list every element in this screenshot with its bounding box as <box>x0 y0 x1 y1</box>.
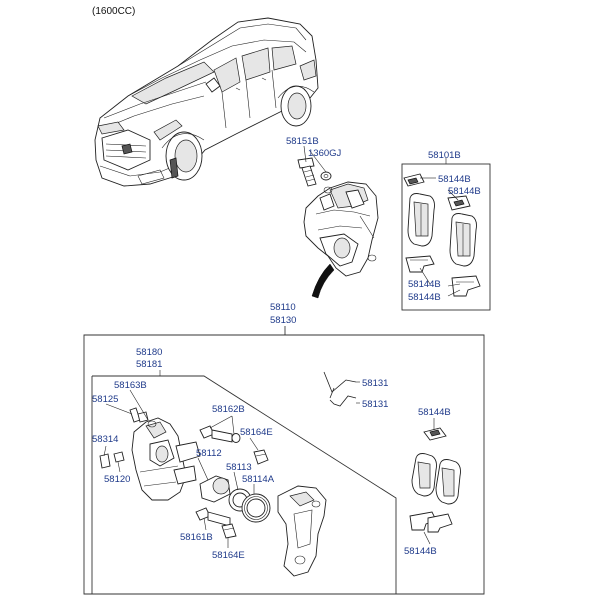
label-58101b: 58101B <box>428 150 461 161</box>
main-assembly-frame <box>83 326 485 595</box>
label-58114a: 58114A <box>242 474 275 485</box>
label-58144b-4: 58144B <box>408 292 441 303</box>
label-58112: 58112 <box>196 448 222 459</box>
label-58163b: 58163B <box>114 380 147 391</box>
label-58131-2: 58131 <box>362 399 388 410</box>
label-58314: 58314 <box>92 434 118 445</box>
vehicle-illustration <box>94 17 319 187</box>
caliper-housing-lower <box>99 407 201 501</box>
guide-pins <box>195 425 269 539</box>
label-58181: 58181 <box>136 359 162 370</box>
engine-spec-label: (1600CC) <box>92 6 135 17</box>
carrier-bracket <box>277 485 327 577</box>
piston-seals <box>199 475 271 523</box>
label-58125: 58125 <box>92 394 118 405</box>
label-58144b-6: 58144B <box>404 546 437 557</box>
label-1360gj: 1360GJ <box>308 148 342 159</box>
part-labels: 58151B 1360GJ 58101B 58144B 58144B 58144… <box>92 136 481 561</box>
label-58144b-2: 58144B <box>448 186 481 197</box>
label-58151b: 58151B <box>286 136 319 147</box>
caliper-assembly-upper <box>297 157 379 299</box>
pads-lower <box>409 427 461 533</box>
label-58120: 58120 <box>104 474 130 485</box>
label-58144b-5: 58144B <box>418 407 451 418</box>
label-58180: 58180 <box>136 347 162 358</box>
label-58113: 58113 <box>226 462 252 473</box>
label-58164e-1: 58164E <box>240 427 273 438</box>
label-58131-1: 58131 <box>362 378 388 389</box>
label-58161b: 58161B <box>180 532 213 543</box>
label-58130: 58130 <box>270 315 296 326</box>
wear-indicators <box>323 371 357 407</box>
leader-lines <box>103 145 461 548</box>
label-58162b: 58162B <box>212 404 245 415</box>
label-58164e-2: 58164E <box>212 550 245 561</box>
label-58144b-1: 58144B <box>438 174 471 185</box>
label-58144b-3: 58144B <box>408 279 441 290</box>
label-58110: 58110 <box>270 302 296 313</box>
pad-kit-parts <box>403 173 481 297</box>
